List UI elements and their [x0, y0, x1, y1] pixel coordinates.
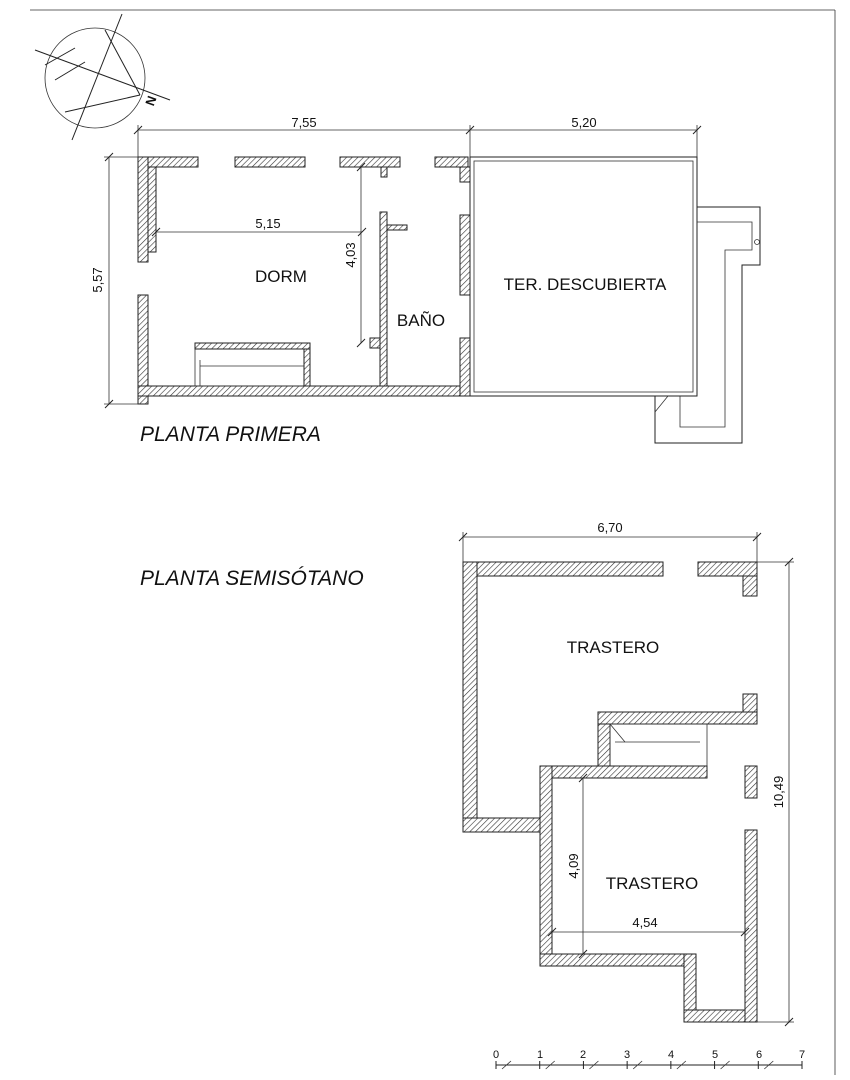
scale-bar: 0 1 2 3 4 5 6 7 — [493, 1049, 805, 1070]
dim-label-10-49: 10,49 — [771, 776, 786, 809]
scale-hash-mark — [720, 1060, 730, 1070]
dim-label-5-20: 5,20 — [571, 115, 596, 130]
room-label-bano: BAÑO — [397, 311, 445, 330]
scale-tick-2: 2 — [580, 1049, 586, 1061]
scale-hash-mark — [632, 1060, 643, 1070]
floor-planta-semisotano: PLANTA SEMISÓTANO 6,70 10,49 — [140, 520, 794, 1027]
north-arrow-label: N — [142, 94, 159, 108]
dim-label-5-57: 5,57 — [90, 267, 105, 292]
dim-label-4-09: 4,09 — [566, 853, 581, 878]
scale-tick-7: 7 — [799, 1049, 805, 1061]
scale-tick-6: 6 — [756, 1049, 762, 1061]
scale-tick-1: 1 — [537, 1049, 543, 1061]
floor-title-primera: PLANTA PRIMERA — [140, 423, 321, 446]
room-label-terraza: TER. DESCUBIERTA — [504, 275, 667, 294]
floor-planta-primera: 7,55 5,20 5,57 — [90, 115, 761, 446]
dim-label-5-15: 5,15 — [255, 216, 280, 231]
scale-hash-mark — [501, 1060, 512, 1070]
scale-tick-0: 0 — [493, 1049, 499, 1061]
scale-tick-3: 3 — [624, 1049, 630, 1061]
scale-hash-mark — [589, 1060, 599, 1070]
scale-tick-5: 5 — [712, 1049, 718, 1061]
room-label-dorm: DORM — [255, 267, 307, 286]
scale-hash-mark — [676, 1060, 687, 1070]
room-label-trastero-lower: TRASTERO — [606, 874, 699, 893]
dim-label-6-70: 6,70 — [597, 520, 622, 535]
north-arrow: N — [34, 13, 171, 141]
scale-hash-mark — [545, 1060, 555, 1070]
scale-hash-mark — [764, 1060, 774, 1070]
floor-title-semisotano: PLANTA SEMISÓTANO — [140, 567, 364, 590]
dim-label-7-55: 7,55 — [291, 115, 316, 130]
room-label-trastero-upper: TRASTERO — [567, 638, 660, 657]
scale-tick-4: 4 — [668, 1049, 674, 1061]
dim-label-4-03: 4,03 — [343, 242, 358, 267]
terrace-outline — [469, 156, 698, 397]
dim-label-4-54: 4,54 — [632, 915, 657, 930]
